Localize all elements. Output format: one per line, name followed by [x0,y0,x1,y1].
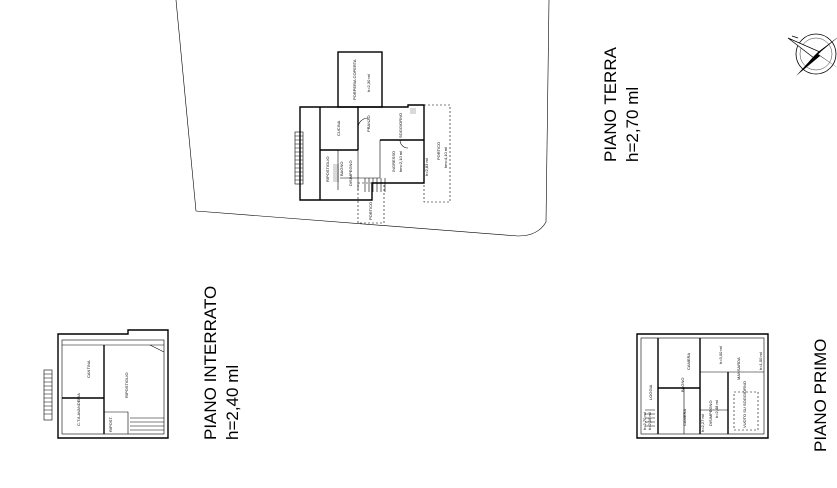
room-label-bath-first: BAGNO [680,378,685,392]
room-label-living: SOGGIORNO [398,113,403,138]
room-label-void: VUOTO SU SOGGIORNO [742,381,747,428]
basement-floor-plan [43,329,169,439]
room-height-entrance: hm=2,10 ml [398,151,403,172]
room-label-hall: DISIMPEGNO [348,160,353,186]
room-label-loggia: LOGGIA [648,384,653,400]
room-label-entrance: INGRESSO [391,151,396,172]
level-height-ground: h=2,70 ml [623,87,642,162]
room-label-attic: MANSARDA [736,357,741,380]
room-label-kitchen: CUCINA [336,120,341,136]
room-label-storage: RIPOSTIGLIO [325,156,330,182]
level-title-ground: PIANO TERRA [601,46,620,162]
room-height-first-4: h=2,16 ml [647,412,652,430]
room-label-storage-big: RIPOSTIGLIO [124,372,129,398]
room-height-hall-first: h=2,48 ml [714,400,719,418]
first-floor-plan [636,333,769,439]
room-label-hall-first: DISIMPEGNO [708,400,713,426]
first-room-labels: LOGGIA CAMERA CAMERA BAGNO DISIMPEGNO h=… [642,346,763,432]
room-label-storage-small: RIPOST. [108,416,113,432]
room-height-first-3: h=2,70 ml [642,412,647,430]
room-height-portico-1: h=2,83 ml [424,158,429,176]
stair-basement [43,369,164,431]
room-label-lunch: PRANZO [366,115,371,132]
room-label-cellar: CANTINA [86,360,91,378]
basement-room-labels: CANTINA C.T./LAVANDERIA RIPOSTIGLIO RIPO… [76,360,129,432]
room-label-boiler: C.T./LAVANDERIA [76,393,81,426]
room-height-porch: h=2,30 ml [366,74,371,92]
stair-ground [294,131,304,185]
north-arrow-icon [787,33,837,76]
room-label-portico-side: PORTICO [436,142,441,160]
room-label-bath: BAGNO [339,162,344,176]
room-height-first-1: h=3,00 ml [718,346,723,364]
room-label-bedroom-1: CAMERA [686,353,691,370]
room-label-portico-bottom: PORTICO [368,202,373,220]
room-height-portico-2: hm=4,10 ml [443,147,448,168]
room-height-first-2: h=1,00 ml [758,352,763,370]
room-label-bedroom-2: CAMERA [682,409,687,426]
level-title-basement: PIANO INTERRATO [201,286,220,440]
room-height-first-5: h=2,27 ml [700,414,705,432]
ground-room-labels: PORPERIA COPERTA h=2,30 ml CUCINA PRANZO… [325,59,448,220]
room-label-porch: PORPERIA COPERTA [352,59,357,100]
level-height-basement: h=2,40 ml [223,365,242,440]
ground-floor-plan [294,51,451,224]
level-title-first: PIANO PRIMO [811,339,830,452]
lot-boundary [175,0,550,237]
